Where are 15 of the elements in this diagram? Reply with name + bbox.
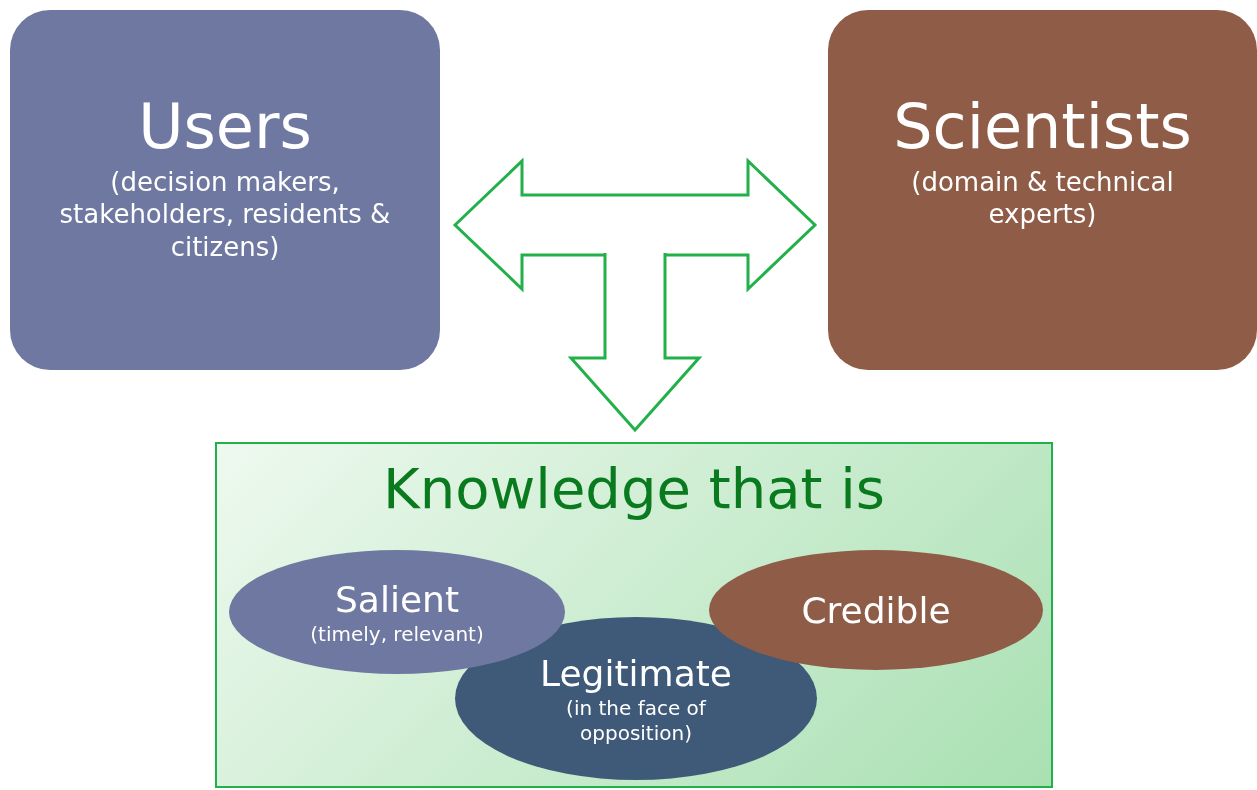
double-block-arrow [452,157,818,293]
block-arrow [567,251,703,433]
ellipse-subtitle: (timely, relevant) [310,622,484,647]
rounded-box [828,10,1257,370]
ellipse-subtitle: (in the face of opposition) [565,696,708,746]
content-panel [215,442,1053,788]
ellipse-title: Credible [801,588,951,633]
box-subtitle: (domain & technical experts) [910,165,1175,231]
ellipse-title: Salient [335,578,459,622]
ellipse-title: Legitimate [540,652,732,696]
rounded-box [10,10,440,370]
panel-title: Knowledge that is [383,455,885,523]
box-title: Users [138,89,312,165]
box-subtitle: (decision makers, stakeholders, residents & citizens) [58,165,392,263]
box-title: Scientists [893,89,1192,165]
